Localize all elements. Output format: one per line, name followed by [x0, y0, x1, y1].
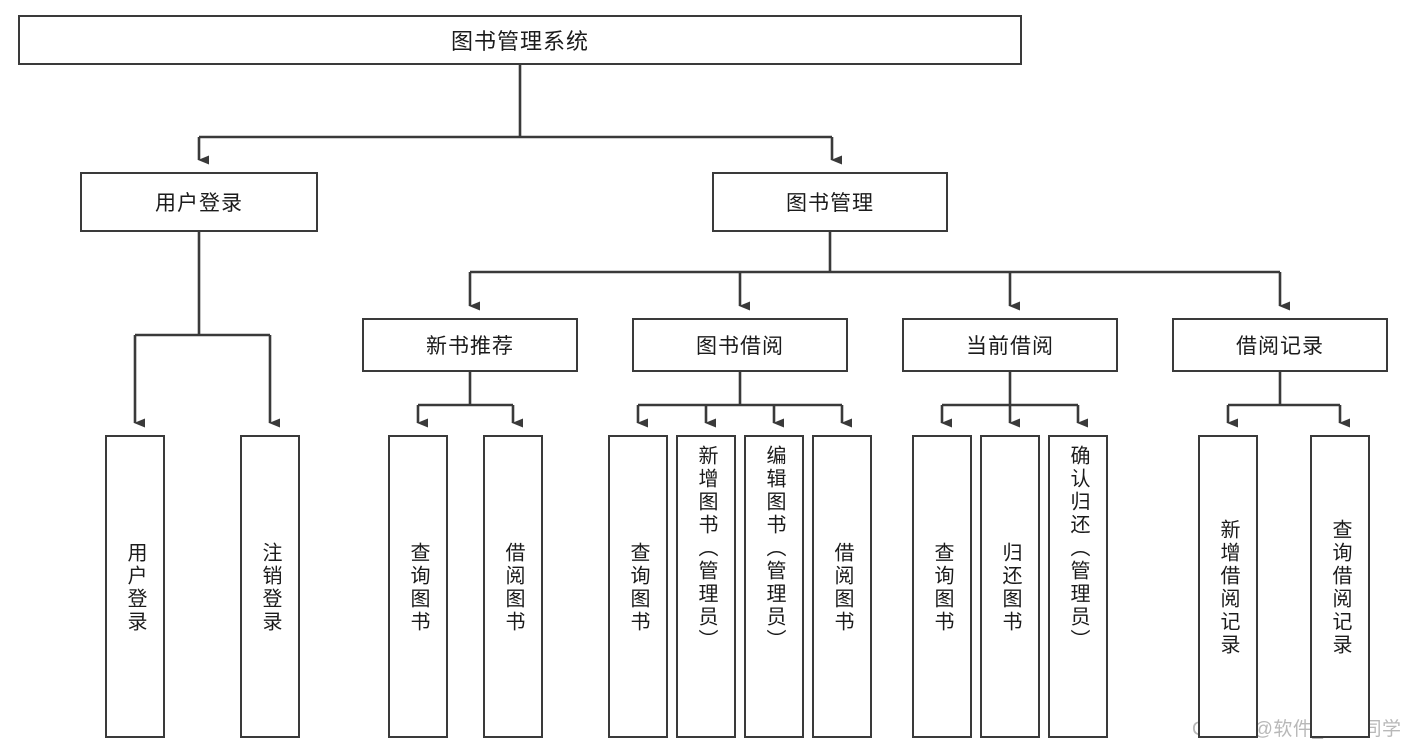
leaf-text-wrap: 借阅图书 — [814, 439, 870, 736]
node-book-manage[interactable]: 图书管理 — [712, 172, 948, 232]
node-leaf-add-record[interactable]: 新增借阅记录 — [1198, 435, 1258, 738]
leaf-text-wrap: 注销登录 — [242, 439, 298, 736]
leaf-text-wrap: 用户登录 — [107, 439, 163, 736]
node-label: 新增借阅记录 — [1217, 518, 1239, 657]
node-label: 查询图书 — [931, 541, 953, 634]
node-label: 查询图书 — [627, 541, 649, 634]
node-leaf-return-book[interactable]: 归还图书 — [980, 435, 1040, 738]
node-label: 确认归还（管理员） — [1067, 445, 1089, 652]
node-new-book-recommend[interactable]: 新书推荐 — [362, 318, 578, 372]
node-label: 新增图书（管理员） — [695, 445, 717, 652]
node-label: 新书推荐 — [426, 335, 514, 358]
leaf-text-wrap: 新增图书（管理员） — [678, 439, 734, 742]
node-label: 查询借阅记录 — [1329, 518, 1351, 657]
leaf-text-wrap: 查询图书 — [610, 439, 666, 736]
node-leaf-borrow-book-2[interactable]: 借阅图书 — [812, 435, 872, 738]
node-leaf-query-record[interactable]: 查询借阅记录 — [1310, 435, 1370, 738]
leaf-text-wrap: 新增借阅记录 — [1200, 439, 1256, 736]
node-label: 图书管理 — [786, 192, 874, 215]
node-label: 注销登录 — [259, 541, 281, 634]
node-label: 借阅图书 — [831, 541, 853, 634]
leaf-text-wrap: 归还图书 — [982, 439, 1038, 736]
node-label: 图书管理系统 — [450, 29, 589, 54]
node-label: 用户登录 — [124, 541, 146, 634]
node-leaf-edit-book[interactable]: 编辑图书（管理员） — [744, 435, 804, 738]
leaf-text-wrap: 借阅图书 — [485, 439, 541, 736]
leaf-text-wrap: 确认归还（管理员） — [1050, 439, 1106, 742]
node-leaf-query-book-2[interactable]: 查询图书 — [608, 435, 668, 738]
node-label: 查询图书 — [407, 541, 429, 634]
node-label: 用户登录 — [155, 192, 243, 215]
node-label: 借阅记录 — [1236, 335, 1324, 358]
leaf-text-wrap: 查询借阅记录 — [1312, 439, 1368, 736]
node-leaf-add-book[interactable]: 新增图书（管理员） — [676, 435, 736, 738]
node-label: 归还图书 — [999, 541, 1021, 634]
node-leaf-query-book-3[interactable]: 查询图书 — [912, 435, 972, 738]
leaf-text-wrap: 查询图书 — [390, 439, 446, 736]
node-user-login[interactable]: 用户登录 — [80, 172, 318, 232]
node-label: 编辑图书（管理员） — [763, 445, 785, 652]
node-leaf-user-logout[interactable]: 注销登录 — [240, 435, 300, 738]
node-borrow-record[interactable]: 借阅记录 — [1172, 318, 1388, 372]
node-current-borrow[interactable]: 当前借阅 — [902, 318, 1118, 372]
leaf-text-wrap: 编辑图书（管理员） — [746, 439, 802, 742]
leaf-text-wrap: 查询图书 — [914, 439, 970, 736]
node-leaf-confirm-return[interactable]: 确认归还（管理员） — [1048, 435, 1108, 738]
node-leaf-borrow-book-1[interactable]: 借阅图书 — [483, 435, 543, 738]
node-root[interactable]: 图书管理系统 — [18, 15, 1022, 65]
node-book-borrow[interactable]: 图书借阅 — [632, 318, 848, 372]
node-leaf-user-login[interactable]: 用户登录 — [105, 435, 165, 738]
node-label: 借阅图书 — [502, 541, 524, 634]
node-label: 图书借阅 — [696, 335, 784, 358]
node-leaf-query-book-1[interactable]: 查询图书 — [388, 435, 448, 738]
node-label: 当前借阅 — [966, 335, 1054, 358]
